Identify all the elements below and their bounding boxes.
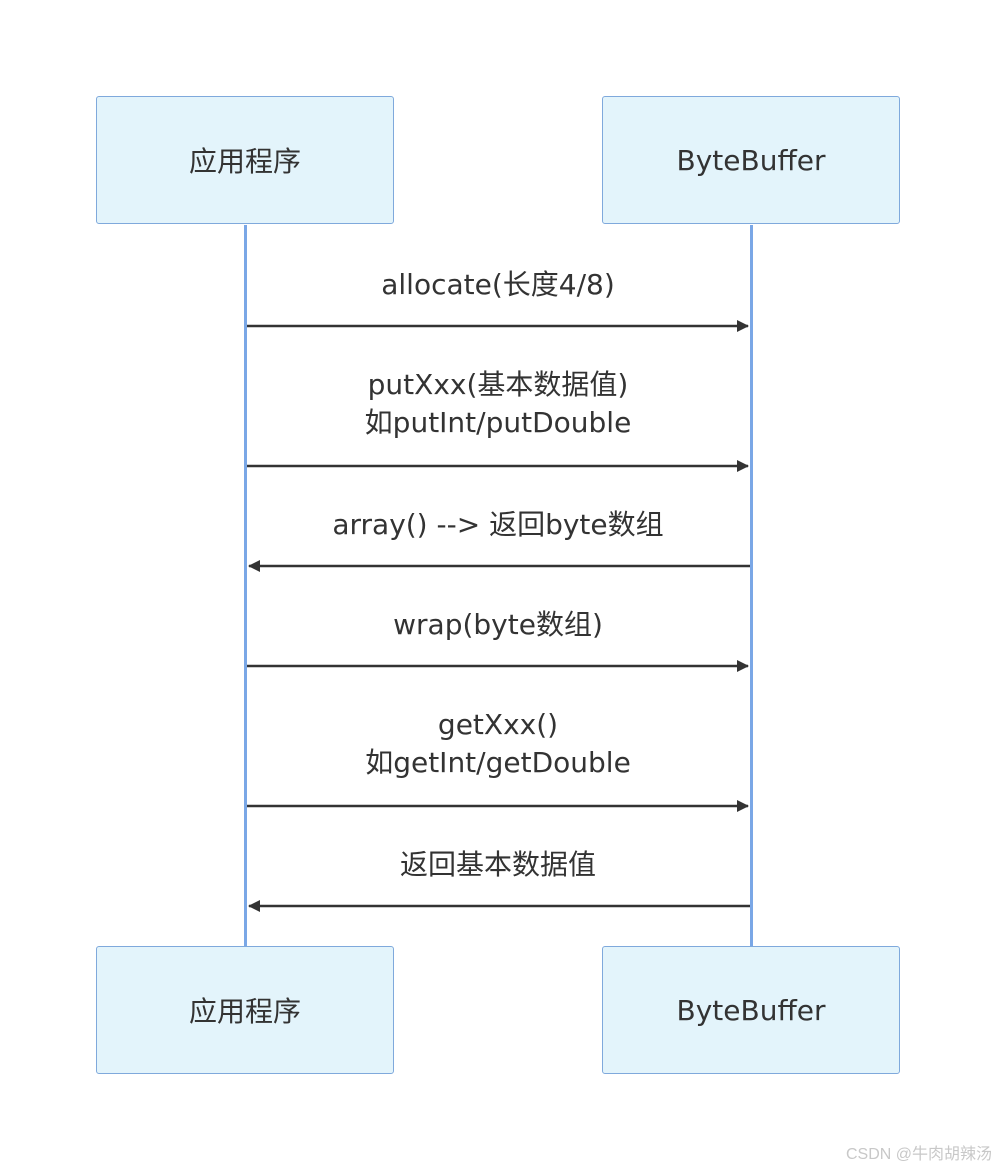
message-4-label: wrap(byte数组) (248, 606, 748, 644)
message-5-label: getXxx() 如getInt/getDouble (248, 706, 748, 782)
participant-bytebuffer-label: ByteBuffer (676, 993, 826, 1027)
participant-app-top: 应用程序 (96, 96, 394, 224)
message-2-line-2: 如putInt/putDouble (364, 406, 632, 439)
lifeline-bytebuffer (750, 225, 753, 946)
participant-bytebuffer-bottom: ByteBuffer (602, 946, 900, 1074)
participant-bytebuffer-top: ByteBuffer (602, 96, 900, 224)
message-5-line-2: 如getInt/getDouble (365, 746, 631, 779)
message-6-line-1: 返回基本数据值 (399, 848, 596, 881)
lifeline-app (244, 225, 247, 946)
participant-app-bottom: 应用程序 (96, 946, 394, 1074)
participant-bytebuffer-label: ByteBuffer (676, 143, 826, 177)
participant-app-label: 应用程序 (188, 995, 301, 1028)
message-3-line-1: array() --> 返回byte数组 (332, 508, 664, 541)
watermark: CSDN @牛肉胡辣汤 (845, 1146, 992, 1163)
message-2-label: putXxx(基本数据值) 如putInt/putDouble (248, 366, 748, 442)
message-4-line-1: wrap(byte数组) (393, 608, 603, 641)
message-3-label: array() --> 返回byte数组 (248, 506, 748, 544)
message-5-line-1: getXxx() (437, 708, 559, 741)
message-1-line-1: allocate(长度4/8) (381, 268, 615, 301)
message-1-label: allocate(长度4/8) (248, 266, 748, 304)
message-6-label: 返回基本数据值 (248, 846, 748, 884)
message-2-line-1: putXxx(基本数据值) (367, 368, 629, 401)
participant-app-label: 应用程序 (188, 145, 301, 178)
